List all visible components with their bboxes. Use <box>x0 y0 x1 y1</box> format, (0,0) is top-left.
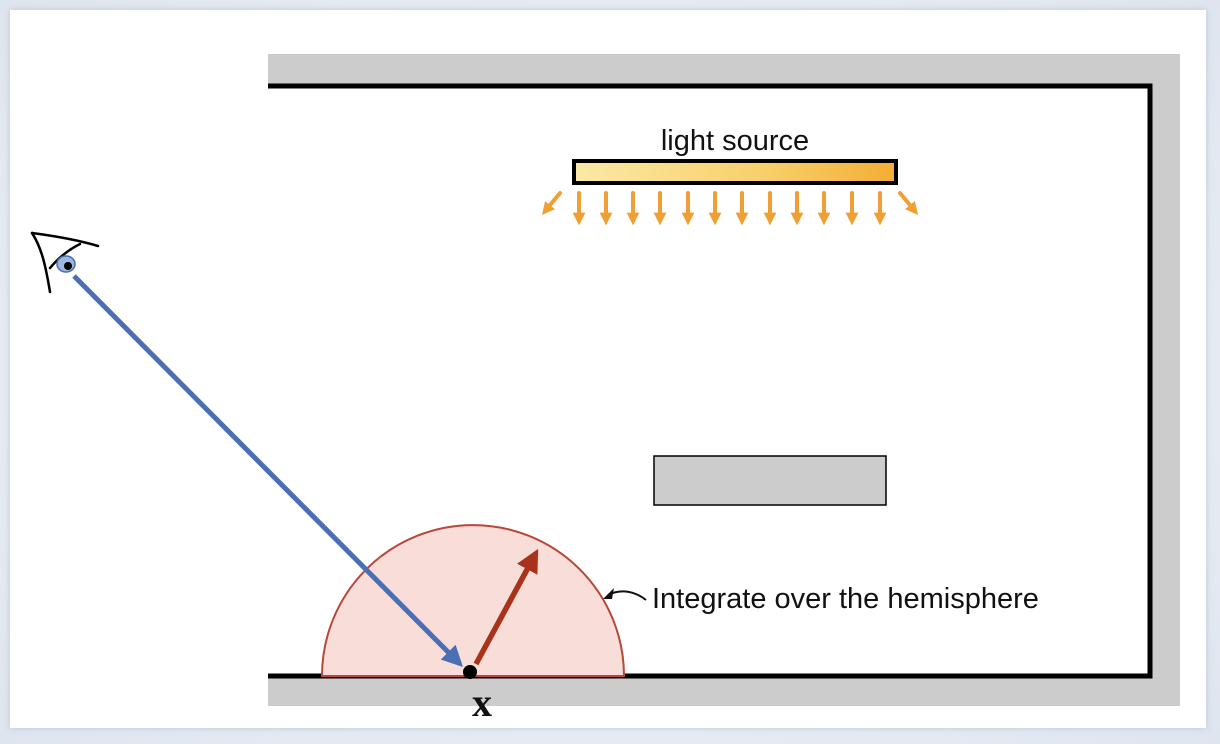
light-emission-arrows <box>541 191 919 226</box>
room-walls <box>268 54 1180 706</box>
right-wall <box>1150 54 1180 706</box>
annotation-pointer <box>607 590 647 601</box>
surface-point <box>463 665 477 679</box>
eye-icon-pupil <box>64 262 72 270</box>
occluder-box <box>653 455 887 506</box>
point-label: x <box>472 680 492 725</box>
light-arrow <box>541 191 562 215</box>
light-source: light source <box>541 125 919 226</box>
eye-icon-lid <box>48 242 82 270</box>
reflected-ray <box>473 548 539 666</box>
annotation-pointer-head <box>603 588 614 599</box>
ceiling-wall <box>268 54 1180 86</box>
hemisphere-label: Integrate over the hemisphere <box>652 583 1039 615</box>
view-ray <box>72 274 463 667</box>
eye-icon-outline <box>30 231 52 294</box>
floor-wall <box>268 676 1180 706</box>
room-inner-edge <box>268 83 1153 679</box>
light-source-label: light source <box>661 125 809 157</box>
light-source-bar <box>572 159 898 185</box>
eye-icon-brow <box>30 231 100 248</box>
hemisphere <box>320 524 626 677</box>
light-arrow <box>898 191 919 215</box>
eye-icon <box>30 231 100 294</box>
